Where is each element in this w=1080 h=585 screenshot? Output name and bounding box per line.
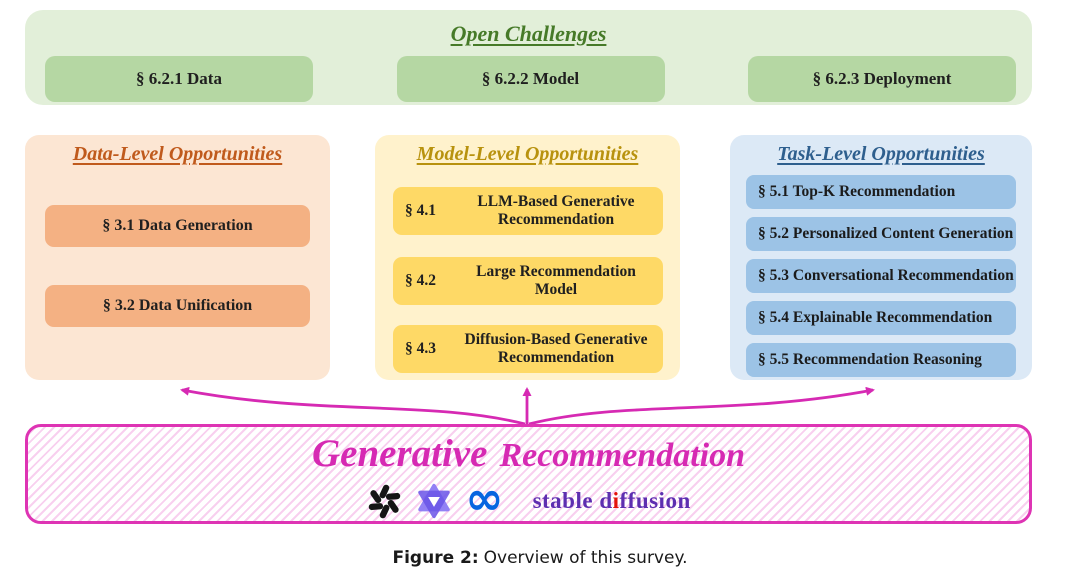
title-word-recommendation: Recommendation [499,437,745,474]
data-level-panel: Data-Level Opportunities § 3.1 Data Gene… [25,135,330,380]
item-label: Diffusion-Based Generative Recommendatio… [464,330,648,366]
generative-recommendation-panel: Generative Recommendation [25,424,1032,524]
topk-recommendation-box: § 5.1 Top-K Recommendation [746,175,1016,209]
sd-suffix: ffusion [619,488,691,513]
model-level-panel: Model-Level Opportunities § 4.1 LLM-Base… [375,135,680,380]
item-label: LLM-Based Generative Recommendation [477,192,635,228]
data-level-title: Data-Level Opportunities [72,143,283,165]
figure-caption-text: Overview of this survey. [483,548,688,568]
section-number: § 4.3 [405,340,436,357]
challenge-data-box: § 6.2.1 Data [45,56,313,102]
model-level-title: Model-Level Opportunities [416,143,639,165]
diffusion-based-gen-rec-box: § 4.3 Diffusion-Based Generative Recomme… [393,325,663,373]
data-unification-box: § 3.2 Data Unification [45,285,310,327]
task-level-title: Task-Level Opportunities [777,143,985,165]
challenge-model-box: § 6.2.2 Model [396,56,665,102]
connector-arrows [180,386,875,425]
sd-red-letter: i [612,488,620,513]
open-challenges-title: Open Challenges [450,21,607,46]
meta-logo: ∞ [465,471,504,525]
llm-based-gen-rec-box: § 4.1 LLM-Based Generative Recommendatio… [393,187,663,235]
section-number: § 4.1 [405,202,436,219]
stable-diffusion-wordmark: stable diffusion [533,488,691,514]
openai-logo [368,484,401,518]
rec-reasoning-box: § 5.5 Recommendation Reasoning [746,343,1016,377]
task-level-panel: Task-Level Opportunities § 5.1 Top-K Rec… [730,135,1032,380]
conversational-rec-box: § 5.3 Conversational Recommendation [746,259,1016,293]
large-rec-model-box: § 4.2 Large Recommendation Model [393,257,663,305]
generative-recommendation-title: Generative Recommendation [28,431,1029,476]
item-label: Large Recommendation Model [476,262,636,298]
section-number: § 4.2 [405,272,436,289]
model-logos-row: ∞ stable diffusion [28,471,1029,525]
arrow-to-task-level [528,386,875,425]
arrow-to-data-level [180,386,526,425]
title-word-generative: Generative [311,432,488,475]
personalized-content-box: § 5.2 Personalized Content Generation [746,217,1016,251]
data-generation-box: § 3.1 Data Generation [45,205,310,247]
open-challenges-items: § 6.2.1 Data § 6.2.2 Model § 6.2.3 Deplo… [45,56,1016,102]
tongyi-qianwen-logo [418,483,450,519]
explainable-rec-box: § 5.4 Explainable Recommendation [746,301,1016,335]
open-challenges-panel: Open Challenges § 6.2.1 Data § 6.2.2 Mod… [25,10,1032,105]
challenge-deployment-box: § 6.2.3 Deployment [748,56,1016,102]
figure-caption-label: Figure 2: [392,548,479,568]
sd-prefix: stable d [532,488,613,513]
figure-caption: Figure 2:Overview of this survey. [0,548,1080,568]
